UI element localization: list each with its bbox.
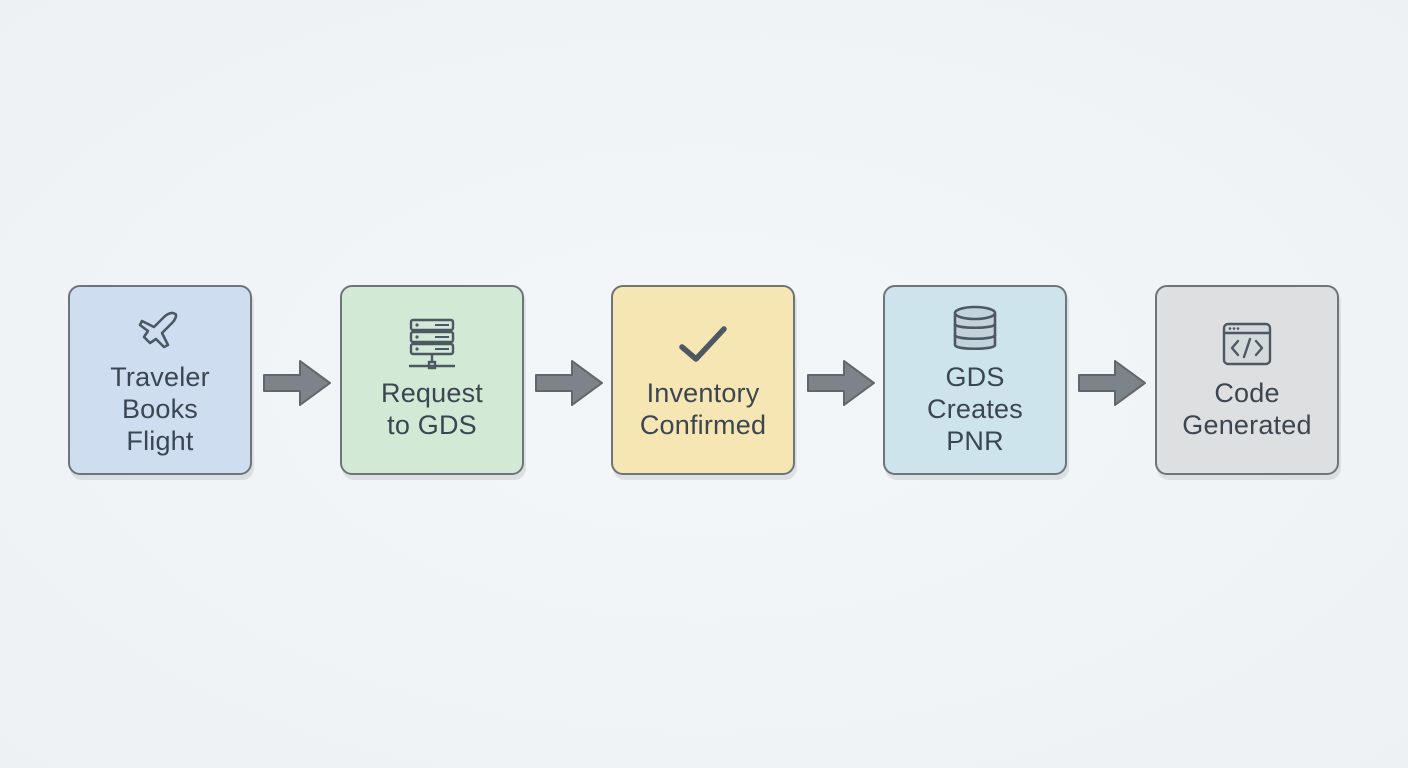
checkmark-icon	[675, 319, 731, 371]
airplane-icon	[132, 303, 188, 355]
arrow-right-icon	[1078, 360, 1146, 406]
step-inventory-confirmed: Inventory Confirmed	[611, 285, 795, 475]
code-window-icon	[1219, 319, 1275, 371]
arrow-right-icon	[263, 360, 331, 406]
step-label: Request to GDS	[381, 378, 483, 440]
server-icon	[404, 318, 460, 371]
arrow-right-icon	[535, 360, 603, 406]
step-label: Traveler Books Flight	[110, 362, 210, 456]
step-label: GDS Creates PNR	[927, 362, 1023, 456]
step-label: Code Generated	[1182, 378, 1312, 440]
database-icon	[947, 303, 1003, 355]
step-label: Inventory Confirmed	[639, 378, 767, 440]
step-request-to-gds: Request to GDS	[340, 285, 524, 475]
step-traveler-books-flight: Traveler Books Flight	[68, 285, 252, 475]
arrow-right-icon	[807, 360, 875, 406]
step-gds-creates-pnr: GDS Creates PNR	[883, 285, 1067, 475]
step-code-generated: Code Generated	[1155, 285, 1339, 475]
